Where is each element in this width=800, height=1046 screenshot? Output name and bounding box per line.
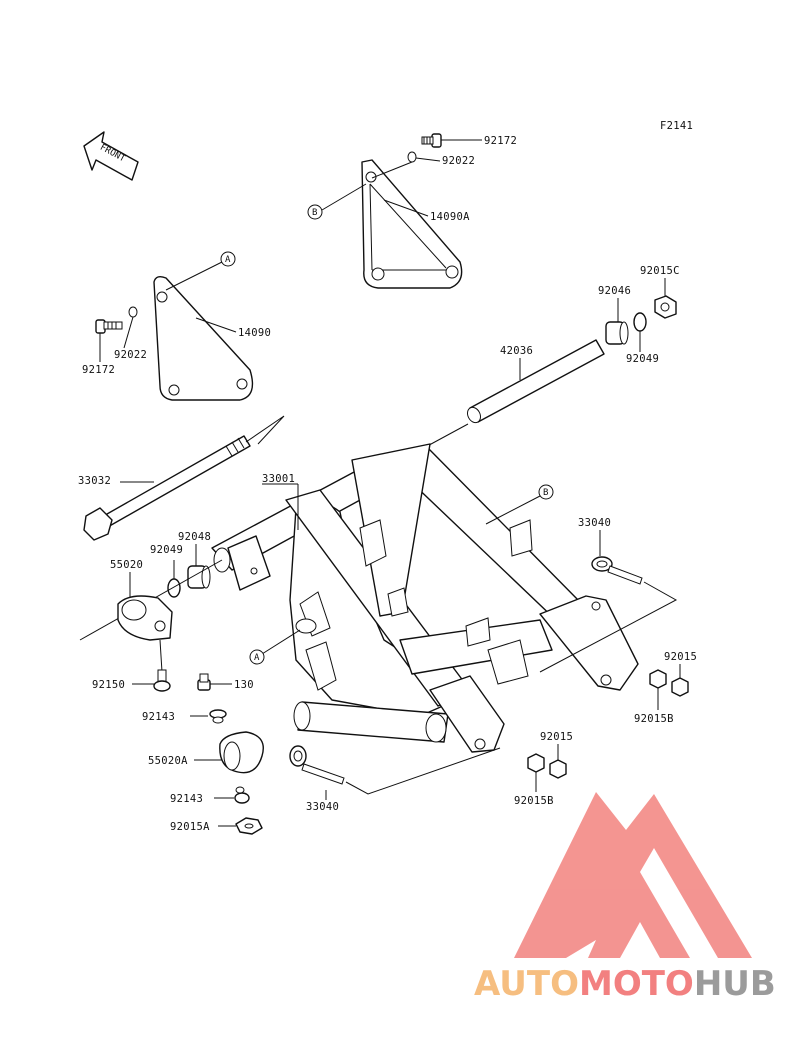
nut-92015-right: [671, 677, 689, 697]
label-33040-right: 33040: [578, 517, 611, 529]
bolt-92172-left: [95, 319, 123, 334]
figure-code: F2141: [660, 120, 693, 132]
label-92150: 92150: [92, 679, 125, 691]
label-42036: 42036: [500, 345, 533, 357]
nut-92015B-right: [649, 669, 667, 689]
label-14090A: 14090A: [430, 211, 470, 223]
label-92015B-lower: 92015B: [514, 795, 554, 807]
nut-92015B-lower: [527, 753, 545, 773]
label-14090: 14090: [238, 327, 271, 339]
label-92015-lower: 92015: [540, 731, 573, 743]
label-92046: 92046: [598, 285, 631, 297]
washer-92022-left: [128, 306, 138, 318]
collar-92048: [187, 565, 211, 589]
watermark-auto: AUTO: [474, 964, 579, 1004]
label-130: 130: [234, 679, 254, 691]
nut-92015-lower: [549, 759, 567, 779]
bracket-14090A: [361, 159, 463, 289]
label-92015-right: 92015: [664, 651, 697, 663]
adjuster-33040-bottom: [289, 745, 345, 785]
label-92022-left: 92022: [114, 349, 147, 361]
label-92143-top: 92143: [142, 711, 175, 723]
label-92049-right: 92049: [626, 353, 659, 365]
label-33040-bottom: 33040: [306, 801, 339, 813]
bolt-92150: [153, 669, 171, 692]
label-92015B-right: 92015B: [634, 713, 674, 725]
bolt-92172-top: [421, 133, 482, 148]
ref-mark-b-top-label: B: [312, 208, 317, 218]
label-33001: 33001: [262, 473, 295, 485]
label-92048: 92048: [178, 531, 211, 543]
label-92172-top: 92172: [484, 135, 517, 147]
washer-92049-left: [167, 578, 181, 598]
label-55020A: 55020A: [148, 755, 188, 767]
ref-mark-b-mid-label: B: [543, 488, 548, 498]
swingarm-33001: [211, 443, 639, 753]
ref-mark-a-top: [220, 251, 236, 267]
nut-92015A: [235, 817, 263, 835]
watermark-triangle-icon: [514, 792, 752, 958]
cap-92143-bottom: [234, 786, 250, 804]
ref-mark-b-top: [307, 204, 323, 220]
bracket-14090: [153, 275, 254, 401]
label-92015A: 92015A: [170, 821, 210, 833]
svg-text:AUTOMOTOHUB: AUTOMOTOHUB: [474, 964, 776, 1004]
label-55020: 55020: [110, 559, 143, 571]
label-92049-left: 92049: [150, 544, 183, 556]
ref-mark-a-mid-label: A: [254, 653, 260, 663]
watermark-hub: HUB: [694, 964, 776, 1004]
label-92143-bottom: 92143: [170, 793, 203, 805]
washer-92022-top: [407, 151, 417, 163]
clamp-55020A: [219, 731, 264, 774]
collar-92046: [605, 321, 629, 345]
clamp-55020: [117, 595, 173, 641]
watermark-moto: MOTO: [579, 964, 694, 1004]
nut-92015C: [654, 295, 677, 319]
bolt-130: [197, 673, 211, 691]
washer-92049-right: [633, 312, 647, 332]
label-92022-top: 92022: [442, 155, 475, 167]
cap-92143-top: [209, 709, 227, 724]
label-92172-left: 92172: [82, 364, 115, 376]
adjuster-33040-right: [591, 556, 643, 585]
ref-mark-a-top-label: A: [225, 255, 231, 265]
label-92015C: 92015C: [640, 265, 680, 277]
pivot-bolt-33032: [83, 435, 251, 541]
ref-mark-a-mid: [249, 649, 265, 665]
ref-mark-b-mid: [538, 484, 554, 500]
label-33032: 33032: [78, 475, 111, 487]
pivot-shaft-42036: [467, 339, 605, 424]
watermark-logo: AUTOMOTOHUB: [474, 792, 776, 1004]
front-arrow-icon: FRONT: [83, 131, 139, 181]
